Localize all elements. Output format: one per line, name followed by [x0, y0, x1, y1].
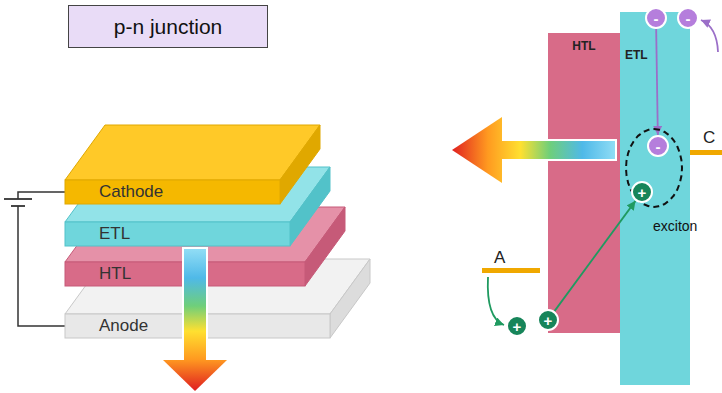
node-text: p-n junction [114, 15, 223, 39]
anode-top [65, 259, 370, 314]
hole-injection-arrow [488, 277, 504, 325]
emission-arrow [500, 140, 616, 160]
hole: + [631, 181, 653, 203]
electrode-label: A [494, 248, 505, 268]
node-text: ETL [625, 48, 648, 62]
htl-band: HTL [548, 33, 620, 333]
node-text: + [513, 319, 522, 334]
cathode-level [690, 150, 722, 155]
htl-layer: HTL [65, 262, 305, 286]
node-text: HTL [99, 264, 131, 284]
battery-plate [4, 198, 32, 200]
node-text: Anode [99, 316, 148, 336]
electron: - [677, 7, 699, 29]
node-text: + [638, 185, 647, 200]
anode-side [330, 259, 370, 338]
transfer-arrow [555, 201, 636, 311]
wire [18, 206, 65, 326]
exciton-circle: exciton-+ [625, 128, 683, 208]
node-text: Cathode [99, 182, 163, 202]
cathode-front [65, 180, 280, 204]
htl-bar [548, 33, 620, 333]
node-text: exciton [653, 218, 697, 234]
hole: + [506, 315, 528, 337]
etl-front [65, 222, 290, 246]
emission-arrow-head [452, 117, 502, 183]
cathode-top [65, 125, 320, 180]
electron: - [645, 7, 667, 29]
etl-band: ETL [620, 12, 690, 385]
node-text: - [654, 11, 659, 26]
etl-bar [620, 12, 690, 385]
htl-side [305, 207, 345, 286]
wire [18, 192, 65, 199]
electron-injection-arrow [701, 20, 718, 52]
transfer-arrow [656, 29, 658, 135]
electrode-label: C [703, 128, 715, 148]
emission-arrow [183, 248, 207, 362]
node-text: - [656, 139, 661, 154]
electron: - [647, 135, 669, 157]
title-box: p-n junction [68, 5, 268, 48]
node-text: + [544, 313, 553, 328]
anode-level [482, 268, 540, 273]
node-text: - [686, 11, 691, 26]
etl-layer: ETL [65, 222, 290, 246]
cathode-side [280, 125, 320, 204]
hole: + [537, 309, 559, 331]
node-text: HTL [572, 39, 595, 53]
cathode-layer: Cathode [65, 180, 280, 204]
emission-arrow-head [163, 360, 227, 391]
node-text: ETL [99, 224, 130, 244]
anode-layer: Anode [65, 314, 330, 338]
